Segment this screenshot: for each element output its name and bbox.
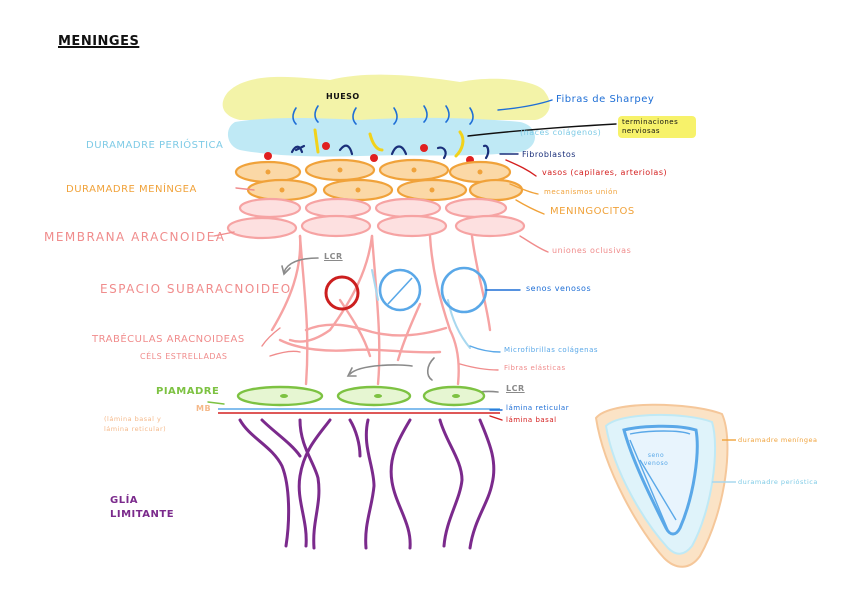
label-collagen-bundles: (haces colágenos) [520, 128, 602, 137]
sharpey-fibers [292, 105, 474, 125]
periosteal-dura-layer [227, 117, 535, 157]
pia-mater-cells [236, 385, 486, 407]
arachnoid-trabeculae [270, 234, 492, 386]
label-meningocytes: MENINGOCITOS [550, 206, 635, 217]
label-venous-sinuses: senos venosos [526, 284, 592, 293]
label-mb: MB [196, 404, 212, 413]
csf-arrows [281, 257, 499, 403]
label-subarachnoid-space: ESPACIO SUBARACNOIDEO [100, 282, 292, 296]
label-adherens-junctions: mecanismos unión [544, 188, 618, 196]
label-fibroblasts: Fibroblastos [522, 150, 576, 159]
artery [324, 275, 360, 311]
pia-nuclei [280, 394, 460, 398]
label-inset-meningeal-dura: duramadre meníngea [738, 436, 818, 444]
label-reticular-lamina: lámina reticular [506, 404, 570, 412]
label-arachnoid-trabeculae: TRABÉCULAS ARACNOIDEAS [92, 334, 245, 345]
label-lcr-top: LCR [324, 252, 343, 261]
label-collagen-microfibrils: Microfibrillas colágenas [504, 346, 599, 354]
label-basal-lamina-note: (lámina basal y lámina reticular) [104, 415, 167, 433]
arachnoid-cells [226, 197, 526, 240]
label-elastic-fibers: Fibras elásticas [504, 364, 566, 372]
label-basal-lamina: lámina basal [506, 416, 557, 424]
sinus-line [387, 277, 413, 305]
label-meningeal-dura: DURAMADRE MENÍNGEA [66, 184, 197, 195]
label-occluding-junctions: uniones oclusivas [552, 246, 632, 255]
label-arachnoid-membrane: MEMBRANA ARACNOIDEA [44, 230, 226, 244]
venous-sinus-1 [378, 268, 422, 312]
meningeal-nuclei [265, 167, 483, 193]
label-arrows [459, 99, 617, 421]
label-stellate-cells: CÉLS ESTRELLADAS [140, 352, 228, 361]
meningeal-dura-cells [234, 158, 524, 202]
bone-layer [222, 74, 550, 120]
fibroblasts [290, 144, 490, 160]
glia-limitans [238, 418, 496, 550]
label-vessels: vasos (capilares, arteriolas) [542, 168, 668, 177]
label-periosteal-dura: DURAMADRE PERIÓSTICA [86, 140, 224, 151]
label-nerve-endings: terminaciones nerviosas [618, 116, 696, 138]
label-lcr-bottom: LCR [506, 384, 525, 393]
page-title: MENINGES [58, 34, 140, 49]
label-pia-mater: PIAMADRE [156, 386, 220, 397]
venous-sinus-2 [440, 266, 488, 314]
nerve-endings [313, 128, 465, 158]
vessel-dots [264, 142, 474, 164]
label-sharpey-fibers: Fibras de Sharpey [556, 94, 655, 105]
inset-sinus [594, 403, 736, 568]
label-inset-sinus: seno venoso [643, 452, 669, 467]
label-inset-periosteal-dura: duramadre perióstica [738, 478, 818, 486]
left-arrows [207, 187, 301, 405]
label-bone: HUESO [326, 92, 360, 101]
label-glia-limitans: GLÍA LIMITANTE [110, 495, 175, 520]
